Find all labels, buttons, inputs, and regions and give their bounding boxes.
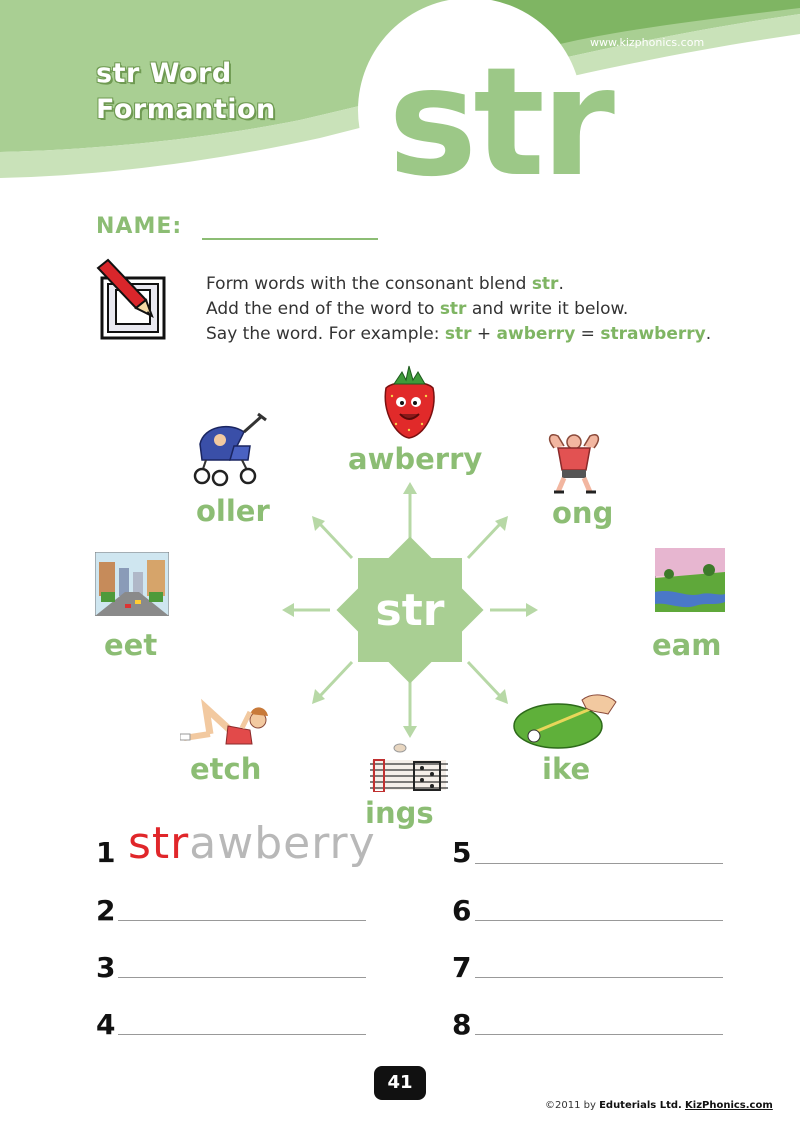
worksheet-title-line2: Formantion: [96, 94, 276, 125]
name-label: NAME:: [96, 214, 183, 239]
copyright-site-link[interactable]: KizPhonics.com: [685, 1100, 773, 1111]
ending-bottom: ings: [365, 796, 434, 830]
strawberry-icon: [384, 365, 435, 439]
instruction-text: Form words with the consonant blend: [206, 274, 532, 294]
pencil-icon: [96, 258, 166, 340]
page-number: 41: [374, 1066, 426, 1100]
big-blend-letters: str: [388, 36, 615, 210]
answer-number: 3: [96, 951, 116, 984]
ending-highlight: awberry: [496, 324, 576, 344]
header-banner: [0, 0, 800, 200]
stream-icon: [655, 548, 725, 612]
ending-top-left: oller: [196, 494, 270, 528]
name-field[interactable]: [202, 238, 378, 240]
example-answer: strawberry: [128, 822, 376, 866]
answer-number: 2: [96, 894, 116, 927]
answer-number: 6: [452, 894, 472, 927]
site-url: www.kizphonics.com: [590, 36, 705, 49]
stroller-icon: [193, 412, 267, 487]
answer-number: 7: [452, 951, 472, 984]
instruction-text: +: [471, 324, 497, 344]
answer-line-4[interactable]: [118, 1034, 366, 1035]
example-blend: str: [128, 818, 190, 869]
ending-bottom-right: ike: [542, 752, 591, 786]
ending-top: awberry: [348, 442, 483, 476]
ending-top-right: ong: [552, 496, 614, 530]
answer-line-3[interactable]: [118, 977, 366, 978]
ending-left: eet: [104, 628, 158, 662]
street-icon: [95, 552, 169, 616]
instructions: Form words with the consonant blend str.…: [206, 272, 711, 347]
result-highlight: strawberry: [600, 324, 706, 344]
instruction-text: Add the end of the word to: [206, 299, 440, 319]
answer-line-5[interactable]: [475, 863, 723, 864]
answer-line-8[interactable]: [475, 1034, 723, 1035]
answer-line-2[interactable]: [118, 920, 366, 921]
guitar-strings-icon: [370, 743, 448, 792]
answer-number: 4: [96, 1008, 116, 1041]
answer-line-6[interactable]: [475, 920, 723, 921]
instruction-text: and write it below.: [466, 299, 629, 319]
strongman-icon: [548, 434, 600, 494]
example-ending: awberry: [189, 818, 376, 869]
answer-number: 5: [452, 836, 472, 869]
hub-center-text: str: [376, 585, 445, 636]
instruction-text: .: [558, 274, 564, 294]
blend-highlight: str: [531, 274, 559, 294]
instruction-text: .: [705, 324, 712, 344]
ending-bottom-left: etch: [190, 752, 262, 786]
answer-number: 8: [452, 1008, 472, 1041]
blend-highlight: str: [439, 299, 467, 319]
ending-right: eam: [652, 628, 722, 662]
stretching-icon: [180, 698, 268, 745]
word-hub: str: [282, 482, 538, 738]
copyright-company: Eduterials Ltd.: [599, 1100, 682, 1111]
blend-highlight: str: [444, 324, 472, 344]
copyright-text: ©2011 by: [545, 1100, 600, 1111]
strike-icon: [513, 694, 617, 749]
instruction-text: Say the word. For example:: [206, 324, 445, 344]
worksheet-title-line1: str Word: [96, 58, 232, 89]
copyright: ©2011 by Eduterials Ltd. KizPhonics.com: [545, 1100, 773, 1111]
answer-number: 1: [96, 836, 116, 869]
answer-line-7[interactable]: [475, 977, 723, 978]
instruction-text: =: [575, 324, 601, 344]
